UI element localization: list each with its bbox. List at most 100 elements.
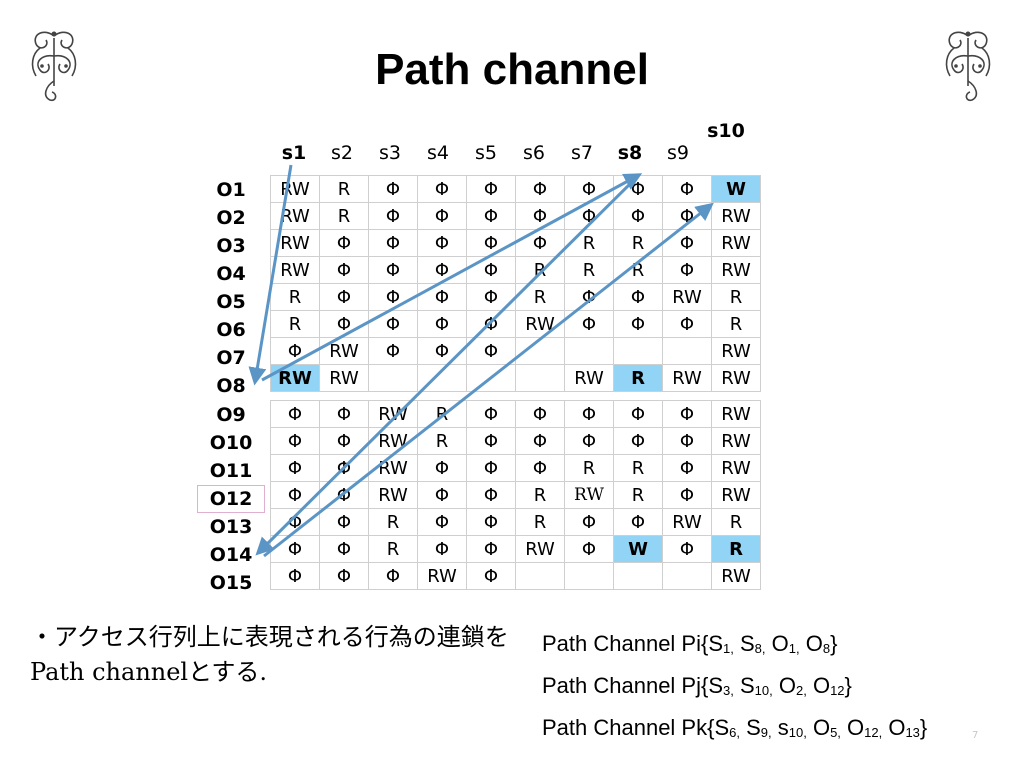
matrix-cell: Φ xyxy=(466,562,516,590)
matrix-cell: Φ xyxy=(613,400,663,428)
row-header-o4: O4 xyxy=(216,263,246,285)
row-header-o15: O15 xyxy=(209,572,253,594)
matrix-cell: Φ xyxy=(466,400,516,428)
matrix-cell: Φ xyxy=(270,481,320,509)
matrix-cell: Φ xyxy=(613,508,663,536)
matrix-cell: RW xyxy=(270,256,320,284)
path-channel-pi: Path Channel Pi{S1, S8, O1, O8} xyxy=(542,631,838,656)
matrix-cell: R xyxy=(417,400,467,428)
matrix-cell: Φ xyxy=(613,427,663,455)
column-header-s4: s4 xyxy=(427,142,449,164)
row-header-o2: O2 xyxy=(216,207,246,229)
matrix-cell: Φ xyxy=(319,508,369,536)
matrix-cell: Φ xyxy=(319,283,369,311)
matrix-cell: RW xyxy=(711,229,761,257)
matrix-cell: Φ xyxy=(270,400,320,428)
matrix-cell: RW xyxy=(368,454,418,482)
matrix-cell: Φ xyxy=(564,427,614,455)
matrix-cell: Φ xyxy=(564,202,614,230)
matrix-cell: RW xyxy=(564,481,614,509)
matrix-cell: Φ xyxy=(417,175,467,203)
matrix-cell: R xyxy=(711,508,761,536)
matrix-cell: Φ xyxy=(613,175,663,203)
matrix-cell: Φ xyxy=(368,202,418,230)
matrix-cell: Φ xyxy=(319,427,369,455)
matrix-cell: Φ xyxy=(662,175,712,203)
matrix-cell: RW xyxy=(662,283,712,311)
matrix-cell: RW xyxy=(711,202,761,230)
column-header-s10: s10 xyxy=(707,120,745,142)
matrix-cell: Φ xyxy=(270,427,320,455)
matrix-cell: R xyxy=(368,535,418,563)
matrix-cell: Φ xyxy=(417,283,467,311)
matrix-cell: Φ xyxy=(270,508,320,536)
column-header-s5: s5 xyxy=(475,142,497,164)
matrix-cell: RW xyxy=(368,400,418,428)
matrix-cell: Φ xyxy=(662,229,712,257)
column-header-s3: s3 xyxy=(379,142,401,164)
slide-title: Path channel xyxy=(375,45,649,94)
column-header-s2: s2 xyxy=(331,142,353,164)
matrix-cell: Φ xyxy=(466,310,516,338)
matrix-cell: Φ xyxy=(368,562,418,590)
matrix-cell: Φ xyxy=(466,454,516,482)
row-header-o5: O5 xyxy=(216,291,246,313)
matrix-cell: Φ xyxy=(515,454,565,482)
matrix-cell: Φ xyxy=(417,256,467,284)
matrix-cell: R xyxy=(613,454,663,482)
matrix-cell: Φ xyxy=(417,202,467,230)
matrix-cell: Φ xyxy=(319,310,369,338)
matrix-cell xyxy=(515,364,565,392)
matrix-cell: Φ xyxy=(515,400,565,428)
matrix-cell: Φ xyxy=(319,229,369,257)
row-header-o12: O12 xyxy=(197,485,265,513)
matrix-cell: RW xyxy=(417,562,467,590)
matrix-cell: Φ xyxy=(368,175,418,203)
matrix-cell: Φ xyxy=(319,535,369,563)
matrix-cell: R xyxy=(613,256,663,284)
column-header-s8: s8 xyxy=(617,142,643,164)
matrix-cell xyxy=(368,364,418,392)
matrix-cell: RW xyxy=(270,364,320,392)
matrix-cell xyxy=(515,337,565,365)
matrix-cell: Φ xyxy=(417,508,467,536)
matrix-cell: Φ xyxy=(270,454,320,482)
matrix-cell: R xyxy=(564,229,614,257)
row-header-o1: O1 xyxy=(216,179,246,201)
matrix-cell: RW xyxy=(711,481,761,509)
matrix-cell: Φ xyxy=(368,337,418,365)
matrix-cell: Φ xyxy=(417,535,467,563)
matrix-cell: Φ xyxy=(270,337,320,365)
row-header-o11: O11 xyxy=(209,460,253,482)
path-channel-list: Path Channel Pi{S1, S8, O1, O8} Path Cha… xyxy=(542,624,1012,750)
path-channel-pj: Path Channel Pj{S3, S10, O2, O12} xyxy=(542,673,852,698)
matrix-cell: Φ xyxy=(368,310,418,338)
matrix-cell: R xyxy=(613,229,663,257)
matrix-cell: Φ xyxy=(564,175,614,203)
column-header-s6: s6 xyxy=(523,142,545,164)
matrix-cell: RW xyxy=(515,310,565,338)
matrix-cell: Φ xyxy=(662,256,712,284)
matrix-cell: Φ xyxy=(319,454,369,482)
matrix-cell: Φ xyxy=(368,256,418,284)
row-header-o8: O8 xyxy=(216,375,246,397)
matrix-cell: Φ xyxy=(466,535,516,563)
matrix-cell: Φ xyxy=(319,481,369,509)
matrix-cell: RW xyxy=(662,508,712,536)
row-header-o9: O9 xyxy=(216,404,246,426)
matrix-cell: W xyxy=(613,535,663,563)
column-header-s9: s9 xyxy=(667,142,689,164)
matrix-cell: Φ xyxy=(319,400,369,428)
matrix-cell: Φ xyxy=(515,427,565,455)
matrix-cell: Φ xyxy=(466,337,516,365)
matrix-cell: R xyxy=(711,283,761,311)
